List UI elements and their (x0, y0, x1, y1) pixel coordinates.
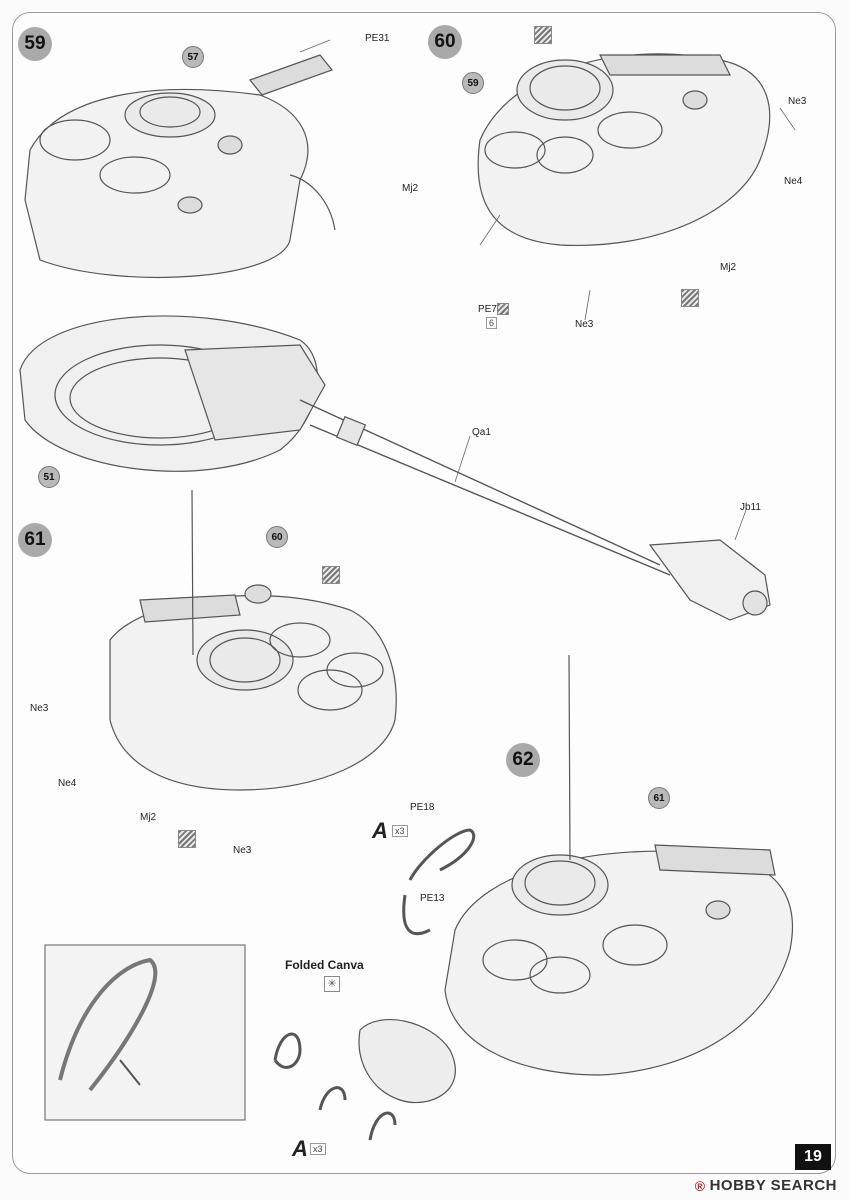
ref-61-badge: 61 (648, 787, 670, 809)
label-mj2-a: Mj2 (402, 183, 419, 194)
step-60-badge: 60 (428, 25, 462, 59)
leader-lines (299, 39, 796, 541)
watermark: ® HOBBY SEARCH (695, 1177, 837, 1194)
label-pe18: PE18 (410, 802, 435, 813)
hatch-paint-icon (534, 26, 552, 44)
ref-51-badge: 51 (38, 466, 60, 488)
group-a-bottom: A (292, 1136, 308, 1161)
label-mj2-b: Mj2 (720, 262, 737, 273)
step-61-turret (109, 489, 397, 791)
label-mj2-c: Mj2 (140, 812, 157, 823)
hatch-paint-icon (681, 289, 699, 307)
label-pe31: PE31 (365, 33, 390, 44)
pe7-multiplier: 6 (486, 317, 498, 329)
step-62-badge: 62 (506, 743, 540, 777)
label-ne3-b: Ne3 (575, 319, 594, 330)
step-60-barrel (648, 539, 771, 621)
group-a-top-multiplier: x3 (392, 825, 408, 837)
step-59-turret-ring (19, 315, 671, 576)
label-jb11: Jb11 (740, 502, 761, 513)
label-pe13: PE13 (420, 893, 445, 904)
ref-59-badge: 59 (462, 72, 484, 94)
step-59-turret-top (24, 54, 336, 279)
folded-canva-label: Folded Canva (285, 958, 364, 972)
ref-57-badge: 57 (182, 46, 204, 68)
step-62-turret (444, 654, 794, 1076)
ref-60-badge: 60 (266, 526, 288, 548)
photo-etch-icon (497, 303, 509, 315)
label-qa1: Qa1 (472, 427, 491, 438)
group-a-bottom-multiplier: x3 (310, 1143, 326, 1155)
label-ne3-c: Ne3 (30, 703, 49, 714)
label-ne3-d: Ne3 (233, 845, 252, 856)
group-a-top: A (372, 818, 388, 843)
label-ne4-a: Ne4 (784, 176, 803, 187)
hobby-search-logo-icon: ® (694, 1177, 706, 1194)
hatch-paint-icon (178, 830, 196, 848)
inset-detail (44, 944, 246, 1121)
scissors-cross-icon: ✳ (324, 976, 340, 992)
step-59-badge: 59 (18, 27, 52, 61)
hatch-paint-icon (322, 566, 340, 584)
label-ne3-a: Ne3 (788, 96, 807, 107)
page-number: 19 (795, 1144, 831, 1170)
label-pe7: PE7 (478, 304, 497, 315)
label-ne4-b: Ne4 (58, 778, 77, 789)
step-61-badge: 61 (18, 523, 52, 557)
step-60-turret (477, 53, 771, 247)
pe-handles (273, 828, 476, 1141)
watermark-text: HOBBY SEARCH (709, 1177, 837, 1194)
